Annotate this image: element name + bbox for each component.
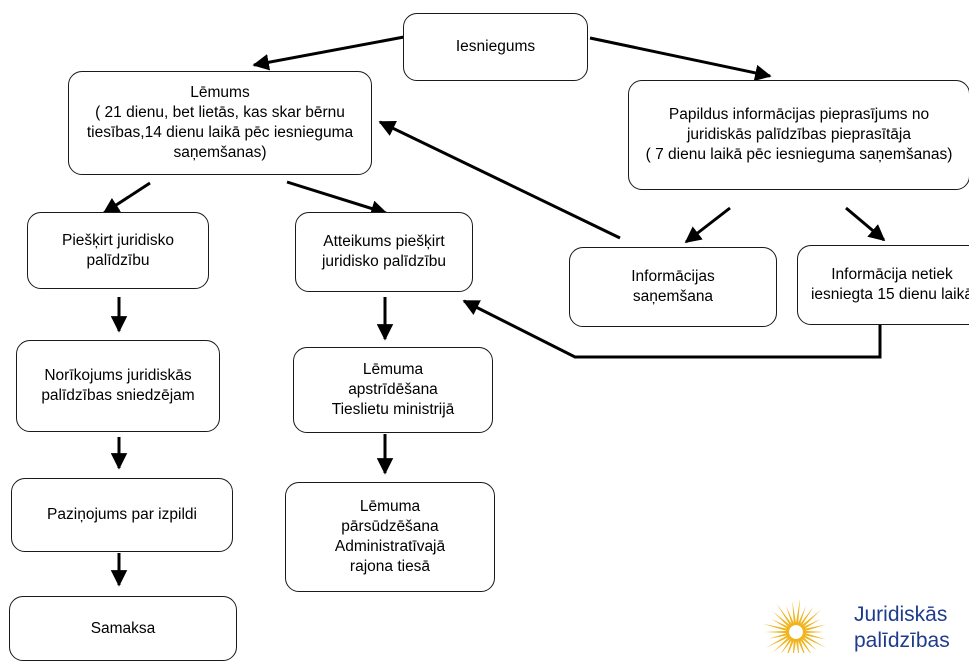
- arrow-lemums-to-atteikums: [286, 180, 388, 217]
- arrow-info-sanemsana-to-lemums: [378, 120, 621, 240]
- sun-rays: [763, 598, 827, 653]
- arrow-papildus-to-info-netiek: [845, 206, 886, 242]
- logo-text: Juridiskās palīdzības: [854, 603, 950, 652]
- node-norikojums: Norīkojums juridiskās palīdzības sniedzē…: [16, 340, 220, 432]
- node-atteikums: Atteikums piešķirt juridisko palīdzību: [295, 212, 473, 292]
- arrow-papildus-to-info-sanemsana: [684, 206, 731, 244]
- node-apstridesana: Lēmuma apstrīdēšana Tieslietu ministrijā: [293, 347, 493, 433]
- node-pazinojums: Paziņojums par izpildi: [11, 478, 233, 552]
- arrow-iesniegums-to-papildus: [589, 36, 772, 82]
- node-papildus: Papildus informācijas pieprasījums no ju…: [628, 80, 969, 190]
- node-iesniegums: Iesniegums: [403, 13, 588, 81]
- node-samaksa: Samaksa: [9, 596, 237, 661]
- node-parsudzesana: Lēmuma pārsūdzēšana Administratīvajā raj…: [285, 482, 495, 592]
- arrow-iesniegums-to-lemums: [252, 35, 405, 71]
- node-info-netiek: Informācija netiek iesniegta 15 dienu la…: [797, 245, 969, 325]
- sun-icon: [763, 598, 827, 653]
- logo: Juridiskās palīdzības: [744, 592, 969, 653]
- node-pieskirt: Piešķirt juridisko palīdzību: [27, 212, 209, 289]
- node-lemums: Lēmums ( 21 dienu, bet lietās, kas skar …: [68, 71, 372, 175]
- arrow-info-netiek-to-atteikums: [462, 299, 882, 359]
- arrow-lemums-to-pieskirt: [102, 181, 151, 215]
- node-info-sanemsana: Informācijas saņemšana: [569, 247, 777, 327]
